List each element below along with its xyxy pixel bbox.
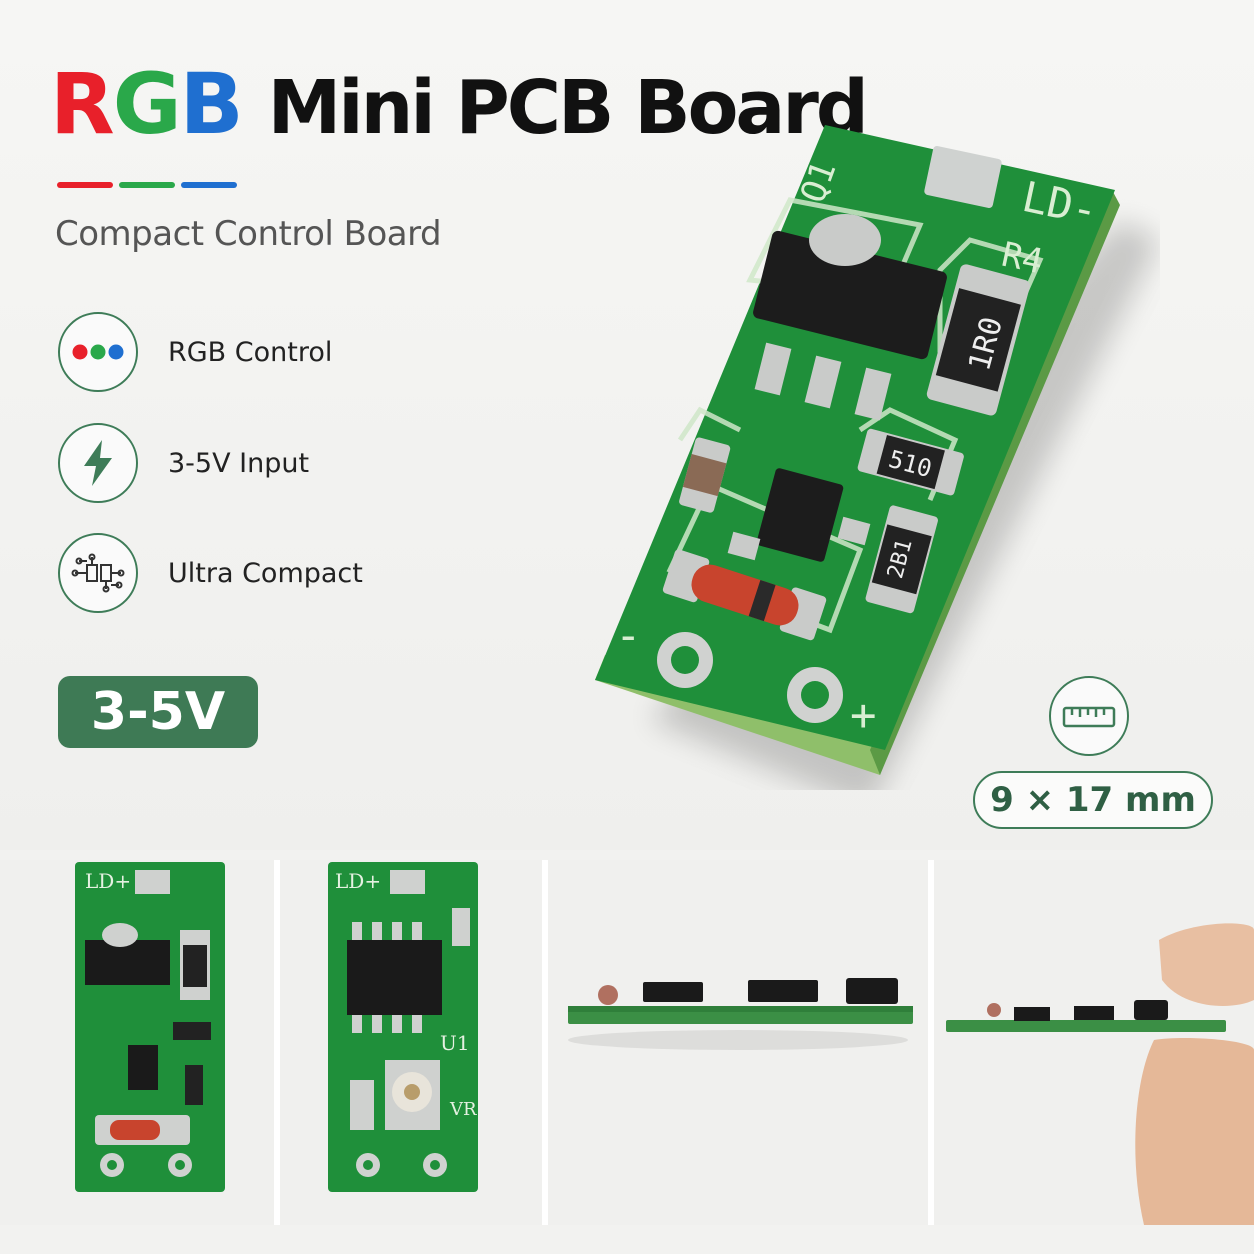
circuit-icon xyxy=(58,533,138,613)
board-label-minus: - xyxy=(615,610,642,661)
feature-rgb-control: RGB Control xyxy=(58,312,332,392)
board-label-plus: + xyxy=(850,690,877,741)
thumb2-ld-label: LD+ xyxy=(335,869,381,893)
photo-side xyxy=(548,860,928,1225)
board-label-r4: R4 xyxy=(998,235,1046,283)
title-letter-g: G xyxy=(112,55,182,153)
subtitle: Compact Control Board xyxy=(55,214,442,254)
title-letter-b: B xyxy=(179,55,244,153)
title-text: Mini PCB Board xyxy=(267,65,869,151)
voltage-badge: 3-5V xyxy=(58,676,258,748)
gallery-divider xyxy=(928,860,934,1225)
pcb-main-photo: LD- Q1 R4 - + 1R0 510 2B1 xyxy=(595,125,1160,790)
thumb2-u1-label: U1 xyxy=(440,1031,470,1055)
title-letter-r: R xyxy=(50,55,115,153)
accent-bar-green xyxy=(119,182,175,188)
accent-bar-red xyxy=(57,182,113,188)
page-title: RGB Mini PCB Board xyxy=(50,55,869,153)
thumb2-vr-label: VR xyxy=(449,1099,477,1120)
feature-label: Ultra Compact xyxy=(168,557,363,589)
photo-back: LD+ U1 VR xyxy=(280,860,542,1225)
rgb-title: RGB xyxy=(50,55,244,153)
photo-gallery: LD+ LD+ xyxy=(0,860,1254,1230)
accent-bar-blue xyxy=(181,182,237,188)
gallery-divider xyxy=(542,860,548,1225)
feature-ultra-compact: Ultra Compact xyxy=(58,533,363,613)
accent-bars xyxy=(57,182,237,188)
photo-front: LD+ xyxy=(0,860,274,1225)
feature-label: RGB Control xyxy=(168,336,333,368)
rgb-dots-icon xyxy=(58,312,138,392)
feature-label: 3-5V Input xyxy=(168,447,310,479)
gallery-divider xyxy=(274,860,280,1225)
feature-input-voltage: 3-5V Input xyxy=(58,423,309,503)
lightning-icon xyxy=(58,423,138,503)
ruler-icon xyxy=(1049,676,1129,756)
dimension-label: 9 × 17 mm xyxy=(973,771,1213,829)
thumb1-ld-label: LD+ xyxy=(85,869,131,893)
photo-handheld xyxy=(934,860,1254,1225)
